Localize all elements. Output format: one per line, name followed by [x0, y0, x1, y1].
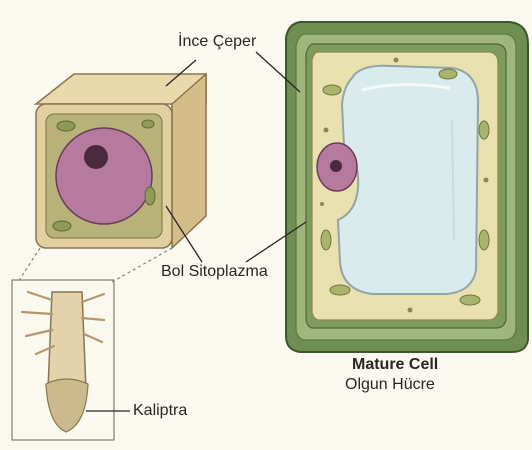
- label-mature-cell-subtitle: Olgun Hücre: [345, 376, 435, 394]
- label-calyptra: Kaliptra: [133, 402, 187, 420]
- label-abundant-cytoplasm: Bol Sitoplazma: [161, 263, 268, 281]
- label-mature-cell-title: Mature Cell: [352, 356, 438, 374]
- label-thin-wall: İnce Çeper: [178, 33, 256, 51]
- root-tip-inset: [12, 280, 114, 440]
- young-nucleus: [56, 128, 152, 224]
- mature-cell: [286, 22, 528, 352]
- young-cell: [36, 74, 206, 248]
- young-nucleolus: [84, 145, 108, 169]
- vacuole: [338, 66, 478, 294]
- mature-nucleolus: [330, 160, 342, 172]
